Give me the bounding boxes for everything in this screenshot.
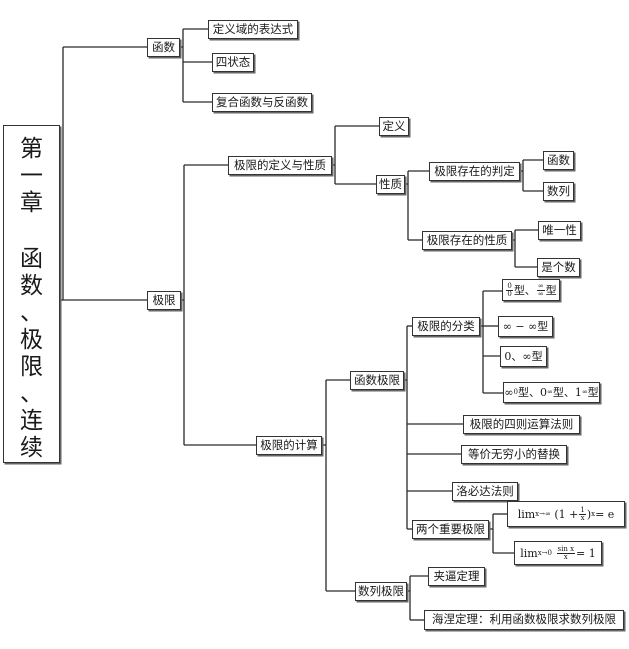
chapter-title-char: 一 — [20, 163, 43, 189]
chapter-title-char: 数 — [20, 273, 43, 299]
lim-sub: x→∞ — [535, 509, 551, 518]
node-uniqueness: 唯一性 — [538, 221, 581, 240]
node-four-states: 四状态 — [212, 53, 254, 72]
type-text: 型 — [587, 386, 599, 399]
type-text: ∞ — [504, 386, 514, 399]
lim-rhs: = e — [595, 507, 615, 521]
node-composite-inverse: 复合函数与反函数 — [212, 93, 312, 112]
node-sequence-limits: 数列极限 — [355, 582, 407, 601]
frac-num: ∞ — [536, 281, 545, 291]
node-existence-properties: 极限存在的性质 — [422, 231, 512, 250]
chapter-title-char: 章 — [20, 190, 43, 216]
node-existence-criteria: 极限存在的判定 — [429, 162, 520, 181]
chapter-title-char: 限 — [20, 354, 43, 380]
node-limit-computation: 极限的计算 — [256, 436, 322, 455]
node-type-zero-times-inf: 0、∞型 — [500, 346, 547, 367]
node-properties: 性质 — [376, 175, 405, 194]
lim-sup: x — [591, 509, 596, 518]
frac-num: sin x — [556, 544, 576, 554]
node-domain-expression: 定义域的表达式 — [208, 20, 298, 39]
chapter-title-char: 、 — [20, 300, 43, 326]
type-text: 型 — [545, 283, 557, 297]
lim-close: ) — [586, 507, 592, 521]
fraction-inf-inf: ∞∞ — [536, 281, 545, 298]
lim-text: lim — [517, 507, 536, 521]
chapter-title-char: 极 — [20, 327, 43, 353]
node-functions: 函数 — [147, 38, 180, 57]
type-text: 型、0 — [517, 386, 547, 399]
node-limits: 极限 — [147, 291, 181, 310]
type-sup: ∞ — [581, 388, 588, 396]
node-is-a-number: 是个数 — [537, 258, 580, 277]
chapter-title-char: 、 — [20, 381, 43, 407]
node-definition-properties: 极限的定义与性质 — [228, 156, 332, 175]
chapter-title-box: 第 一 章 函 数 、 极 限 、 连 续 — [3, 125, 60, 463]
frac-den: x — [563, 552, 568, 561]
lim-body: (1 + — [554, 507, 579, 521]
node-two-important-limits: 两个重要极限 — [412, 520, 489, 539]
lim-rhs: = 1 — [576, 546, 596, 560]
type-sup: ∞ — [546, 388, 553, 396]
node-arithmetic-rules: 极限的四则运算法则 — [463, 415, 580, 434]
lim-sub: x→0 — [537, 548, 552, 557]
frac-den: ∞ — [537, 289, 544, 298]
chapter-title-char: 续 — [20, 435, 43, 461]
lim-text: lim — [520, 546, 538, 560]
frac-num: 0 — [506, 281, 513, 291]
chapter-title-char: 第 — [20, 136, 43, 162]
node-limit-classification: 极限的分类 — [412, 317, 480, 336]
chapter-title-char: 函 — [20, 246, 43, 272]
type-sup: 0 — [513, 388, 518, 396]
node-function-limits: 函数极限 — [350, 371, 404, 390]
chapter-title-char: 连 — [20, 408, 43, 434]
frac-den: 0 — [507, 289, 512, 298]
frac-den: x — [580, 513, 585, 522]
node-criteria-sequence: 数列 — [543, 182, 574, 201]
node-type-inf-minus-inf: ∞ − ∞型 — [498, 316, 553, 337]
node-heine-theorem: 海涅定理：利用函数极限求数列极限 — [424, 610, 624, 630]
node-equivalent-infinitesimal: 等价无穷小的替换 — [461, 445, 567, 464]
type-text: 型、 — [513, 283, 536, 297]
node-squeeze-theorem: 夹逼定理 — [428, 567, 485, 586]
frac-num: 1 — [579, 505, 586, 515]
type-text: 型、1 — [552, 386, 582, 399]
node-criteria-function: 函数 — [543, 151, 574, 170]
node-lhopital-rule: 洛必达法则 — [452, 482, 518, 501]
node-definition: 定义 — [379, 117, 409, 136]
